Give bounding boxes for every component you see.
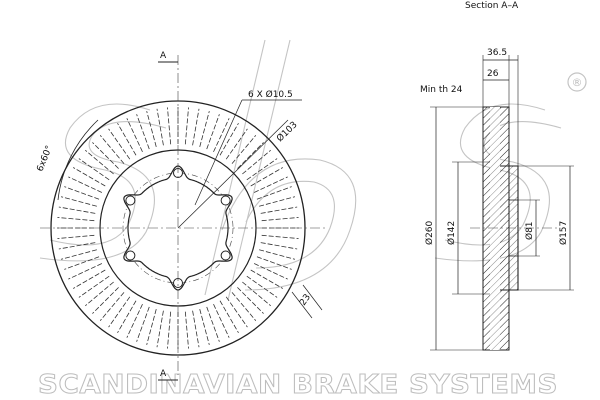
bolt-holes (125, 168, 231, 288)
cooling-vane (58, 206, 96, 214)
disc-front-view: A A 6 X Ø10.5 Ø103 6x60° 23 (36, 51, 325, 381)
cooling-vane (225, 296, 248, 328)
total-thickness-label: 36.5 (487, 48, 507, 58)
cooling-vane (58, 242, 96, 250)
cooling-vane (117, 300, 137, 333)
cooling-vane (99, 135, 125, 164)
cooling-vane (225, 128, 248, 160)
registered-mark: ® (567, 72, 587, 92)
cooling-vane (68, 263, 103, 280)
cooling-vane (184, 107, 189, 145)
cooling-vane (78, 158, 110, 181)
cooling-vane (219, 300, 239, 333)
cooling-vane (231, 292, 257, 321)
cooling-vane (259, 196, 295, 207)
cooling-vane (108, 296, 131, 328)
disc-thickness-label: 26 (487, 69, 499, 79)
cooling-vane (199, 111, 210, 147)
cooling-vane (85, 281, 114, 307)
angle-label: 6x60° (36, 144, 55, 173)
cooling-vane (260, 206, 298, 214)
cooling-vane (57, 234, 95, 239)
cooling-vane (192, 310, 200, 348)
section-title: Section A–A (465, 1, 519, 11)
bolt-hole (220, 250, 231, 261)
cooling-vane (126, 118, 143, 153)
cooling-vane (242, 149, 271, 175)
cooling-vane (261, 217, 299, 222)
bolt-hole (125, 195, 136, 206)
cooling-vane (126, 303, 143, 338)
cooling-vane (260, 242, 298, 250)
company-name-watermark: SCANDINAVIAN BRAKE SYSTEMS (38, 370, 558, 400)
cooling-vane (167, 107, 172, 145)
section-mark-top: A (160, 51, 167, 61)
cooling-vanes (57, 107, 299, 349)
cooling-vane (156, 108, 164, 146)
cooling-vane (261, 234, 299, 239)
cooling-vane (206, 114, 220, 150)
cooling-vane (117, 123, 137, 156)
cooling-vane (250, 167, 283, 187)
cooling-vane (213, 303, 230, 338)
cooling-vane (199, 309, 210, 345)
cooling-vane (92, 142, 119, 169)
section-mark-bottom: A (160, 369, 167, 379)
cooling-vane (136, 114, 150, 150)
cooling-vane (73, 269, 106, 289)
cooling-vane (256, 256, 292, 270)
cooling-vane (184, 311, 189, 349)
cooling-vane (73, 167, 106, 187)
disc-section-view: Section A–A 36.5 26 Min th 24 Ø260 Ø142 (420, 1, 574, 351)
cooling-vane (167, 311, 172, 349)
cooling-vane (237, 142, 264, 169)
cooling-vane (61, 249, 97, 260)
cooling-vane (219, 123, 239, 156)
cooling-vane (92, 287, 119, 314)
cooling-vane (108, 128, 131, 160)
cooling-vane (231, 135, 257, 164)
cooling-vane (85, 149, 114, 175)
cooling-vane (146, 309, 157, 345)
cooling-vane (237, 287, 264, 314)
bolt-hole (125, 250, 136, 261)
cooling-vane (256, 186, 292, 200)
dia-157-label: Ø157 (558, 221, 569, 245)
dia-260-label: Ø260 (424, 220, 435, 245)
hub-outline (123, 165, 233, 291)
cooling-vane (78, 275, 110, 298)
cooling-vane (246, 158, 278, 181)
dia-81-label: Ø81 (524, 221, 535, 240)
cooling-vane (253, 176, 288, 193)
cooling-vane (246, 275, 278, 298)
cooling-vane (146, 111, 157, 147)
cooling-vane (213, 118, 230, 153)
cooling-vane (68, 176, 103, 193)
cooling-vane (64, 256, 100, 270)
dia-142-label: Ø142 (446, 221, 457, 245)
cooling-vane (64, 186, 100, 200)
cooling-vane (57, 217, 95, 222)
min-thickness-label: Min th 24 (420, 85, 463, 95)
registered-symbol: ® (572, 76, 583, 89)
cooling-vane (259, 249, 295, 260)
cooling-vane (99, 292, 125, 321)
bolt-holes-label: 6 X Ø10.5 (248, 89, 293, 100)
bolt-hole (220, 195, 231, 206)
cooling-vane (250, 269, 283, 289)
cooling-vane (192, 108, 200, 146)
cooling-vane (242, 281, 271, 307)
cooling-vane (61, 196, 97, 207)
cooling-vane (136, 306, 150, 342)
pcd-label: Ø103 (274, 119, 299, 144)
cooling-vane (253, 263, 288, 280)
cooling-vane (156, 310, 164, 348)
cooling-vane (206, 306, 220, 342)
